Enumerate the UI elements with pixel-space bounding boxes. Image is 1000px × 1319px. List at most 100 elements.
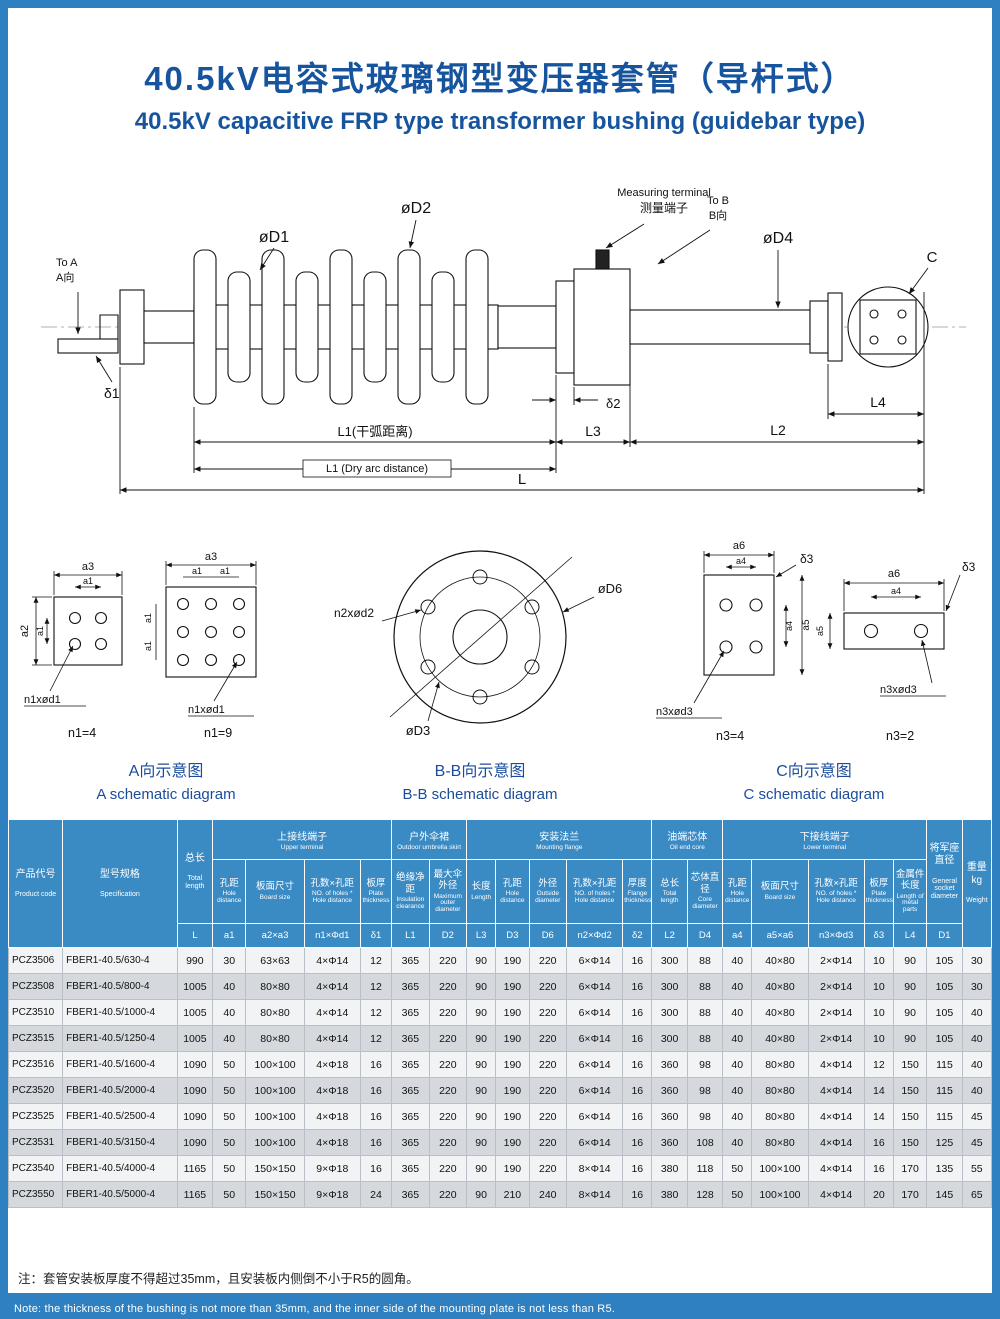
column-header-en: Plate thickness	[362, 890, 390, 905]
value-cell: 220	[528, 1129, 568, 1156]
content-page: 40.5kV电容式玻璃钢型变压器套管（导杆式） 40.5kV capacitiv…	[8, 8, 992, 1293]
column-header-zh: 孔数×孔距	[814, 877, 858, 889]
value-cell: 4×Φ18	[303, 1051, 361, 1078]
value-cell: 45	[961, 1129, 992, 1156]
column-symbol: L3	[466, 923, 497, 948]
sch-c-label-a4-1: a4	[736, 556, 746, 566]
value-cell: 90	[466, 1103, 497, 1130]
column-header-zh: 型号规格	[99, 868, 140, 880]
value-cell: 6×Φ14	[565, 1103, 624, 1130]
value-cell: 2×Φ14	[807, 999, 865, 1026]
sch-c-label-n3-4: n3=4	[716, 729, 744, 743]
sch-a-label-n1-9: n1=9	[204, 726, 232, 740]
value-cell: 40	[722, 1129, 753, 1156]
sch-bb-label-d6: øD6	[598, 581, 623, 596]
value-cell: 365	[391, 999, 430, 1026]
value-cell: 1165	[176, 1155, 214, 1182]
value-cell: 210	[495, 1181, 530, 1208]
value-cell: 16	[622, 1129, 653, 1156]
schematic-a-caption: A向示意图 A schematic diagram	[96, 757, 235, 803]
column-header-en: NO. of holes * Hole distance	[815, 890, 857, 905]
value-cell: 365	[391, 947, 430, 974]
column-header-en: Length of metal parts	[896, 892, 924, 914]
value-cell: 90	[466, 1077, 497, 1104]
dimension-labels: øD1 øD2 øD4 C Measuring terminal 测量端子 To…	[56, 187, 938, 488]
column-header-en: Board size	[764, 893, 796, 901]
product-code-cell: PCZ3531	[8, 1129, 64, 1156]
schematic-c-caption-en: C schematic diagram	[743, 786, 885, 803]
bushing-outline	[41, 249, 966, 405]
column-header-zh: 板厚	[366, 877, 386, 889]
value-cell: 6×Φ14	[565, 1025, 624, 1052]
value-cell: 190	[495, 1129, 530, 1156]
value-cell: 4×Φ18	[303, 1129, 361, 1156]
value-cell: 12	[359, 973, 393, 1000]
value-cell: 16	[359, 1103, 393, 1130]
column-symbol: a4	[722, 923, 753, 948]
value-cell: 12	[359, 1025, 393, 1052]
value-cell: 100×100	[245, 1129, 305, 1156]
dim-label-d4: øD4	[763, 230, 793, 247]
sch-c-label-n3d3-2: n3xød3	[880, 684, 917, 696]
column-header-zh: 孔距	[219, 877, 239, 889]
value-cell: 365	[391, 1181, 430, 1208]
product-code-cell: PCZ3515	[8, 1025, 64, 1052]
value-cell: 80×80	[751, 1051, 809, 1078]
value-cell: 1090	[176, 1129, 214, 1156]
value-cell: 40×80	[751, 973, 809, 1000]
value-cell: 300	[651, 999, 688, 1026]
value-cell: 220	[428, 1103, 468, 1130]
value-cell: 360	[651, 1129, 688, 1156]
to-a-label-zh: A向	[56, 270, 74, 284]
group-header-en: Mounting flange	[536, 843, 583, 851]
column-header-zh: 最大伞外径	[433, 868, 463, 892]
value-cell: 6×Φ14	[565, 1129, 624, 1156]
specification-cell: FBER1-40.5/4000-4	[62, 1155, 178, 1182]
value-cell: 65	[961, 1181, 992, 1208]
value-cell: 190	[495, 1103, 530, 1130]
value-cell: 150	[892, 1129, 928, 1156]
value-cell: 220	[528, 973, 568, 1000]
value-cell: 190	[495, 1077, 530, 1104]
value-cell: 40	[722, 1025, 753, 1052]
value-cell: 4×Φ18	[303, 1103, 361, 1130]
value-cell: 170	[892, 1155, 928, 1182]
group-header-en: Oil end core	[669, 843, 705, 851]
dim-label-delta1: δ1	[104, 385, 120, 401]
column-header-en: Hole distance	[725, 890, 750, 905]
value-cell: 100×100	[245, 1077, 305, 1104]
value-cell: 88	[686, 1025, 724, 1052]
to-a-label-en: To A	[56, 257, 78, 269]
value-cell: 220	[428, 1077, 468, 1104]
sch-c-label-a5-2: a5	[815, 626, 825, 636]
value-cell: 50	[212, 1155, 247, 1182]
value-cell: 16	[622, 1103, 653, 1130]
column-symbol: δ1	[359, 923, 393, 948]
value-cell: 10	[863, 1025, 894, 1052]
value-cell: 14	[863, 1077, 894, 1104]
value-cell: 4×Φ18	[303, 1077, 361, 1104]
product-code-cell: PCZ3508	[8, 973, 64, 1000]
column-header-zh: 孔距	[727, 877, 747, 889]
value-cell: 40×80	[751, 999, 809, 1026]
value-cell: 10	[863, 947, 894, 974]
column-header-zh: 绝缘净距	[396, 872, 425, 895]
sch-c-label-n3d3-1: n3xød3	[656, 706, 693, 718]
bushing-drawing: øD1 øD2 øD4 C Measuring terminal 测量端子 To…	[41, 187, 966, 494]
sch-c-label-d3-1: δ3	[800, 552, 814, 566]
value-cell: 40	[961, 1077, 992, 1104]
value-cell: 9×Φ18	[303, 1181, 361, 1208]
group-header-zh: 油端芯体	[667, 831, 708, 843]
value-cell: 50	[722, 1155, 753, 1182]
note-zh: 注：套管安装板厚度不得超过35mm，且安装板内侧倒不小于R5的圆角。	[18, 1272, 419, 1286]
value-cell: 16	[863, 1155, 894, 1182]
column-header-zh: 板面尺寸	[760, 881, 799, 893]
